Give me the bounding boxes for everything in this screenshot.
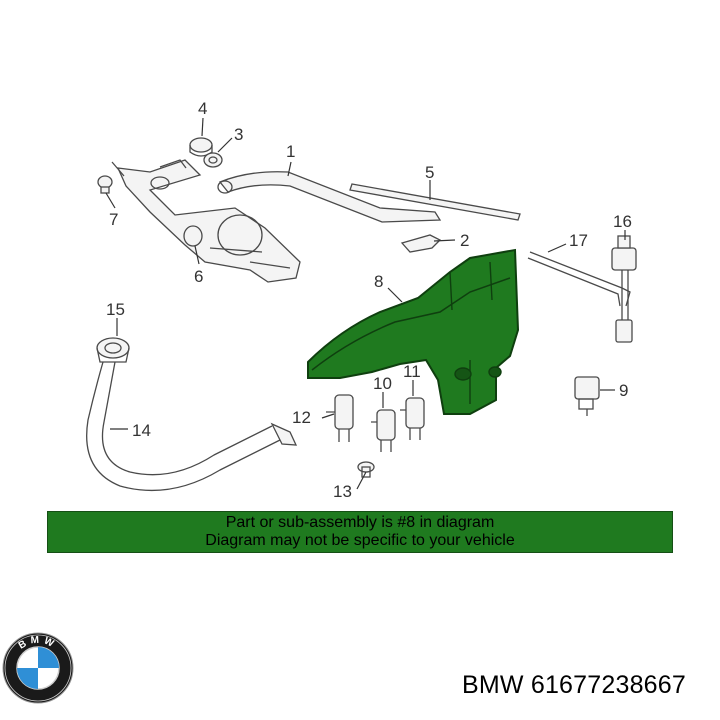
callout-11: 11 bbox=[403, 362, 421, 381]
part-1-wiper-arm bbox=[217, 171, 442, 223]
part-5-wiper-blade bbox=[349, 183, 521, 221]
callout-13: 13 bbox=[333, 482, 352, 501]
part-12-pump bbox=[326, 394, 354, 442]
part-6-wiper-linkage bbox=[111, 159, 301, 283]
bmw-logo-icon: BMW bbox=[2, 632, 74, 704]
notice-line-1: Part or sub-assembly is #8 in diagram bbox=[225, 514, 495, 531]
notice-banner: Part or sub-assembly is #8 in diagram Di… bbox=[47, 511, 673, 553]
part-11-pump bbox=[400, 397, 425, 440]
part-10-pump bbox=[371, 409, 396, 452]
part-15-filler-neck bbox=[96, 337, 130, 363]
notice-line-2: Diagram may not be specific to your vehi… bbox=[205, 532, 515, 549]
part-7-bolt bbox=[97, 175, 113, 194]
part-14-filler-hose bbox=[86, 361, 298, 492]
callout-17: 17 bbox=[569, 231, 588, 250]
leader-lines bbox=[105, 117, 626, 490]
callout-7: 7 bbox=[109, 210, 118, 229]
callout-1: 1 bbox=[286, 142, 295, 161]
part-caption: BMW 61677238667 bbox=[462, 671, 686, 700]
callout-5: 5 bbox=[425, 163, 434, 182]
part-8-washer-reservoir bbox=[307, 248, 520, 415]
callout-16: 16 bbox=[613, 212, 632, 231]
callout-8: 8 bbox=[374, 272, 383, 291]
part-16-connector bbox=[611, 235, 637, 343]
callout-4: 4 bbox=[198, 99, 207, 118]
part-2-clip bbox=[400, 234, 442, 253]
callout-12: 12 bbox=[292, 408, 311, 427]
callout-10: 10 bbox=[373, 374, 392, 393]
callout-6: 6 bbox=[194, 267, 203, 286]
part-4-cap bbox=[189, 137, 213, 157]
part-13-grommet bbox=[357, 461, 375, 478]
callout-2: 2 bbox=[460, 231, 469, 250]
part-3-nut bbox=[203, 152, 223, 168]
callout-3: 3 bbox=[234, 125, 243, 144]
callout-14: 14 bbox=[132, 421, 151, 440]
part-9-connector bbox=[574, 376, 600, 416]
part-number: 61677238667 bbox=[530, 671, 686, 699]
callout-9: 9 bbox=[619, 381, 628, 400]
callout-15: 15 bbox=[106, 300, 125, 319]
brand-name: BMW bbox=[461, 671, 524, 699]
